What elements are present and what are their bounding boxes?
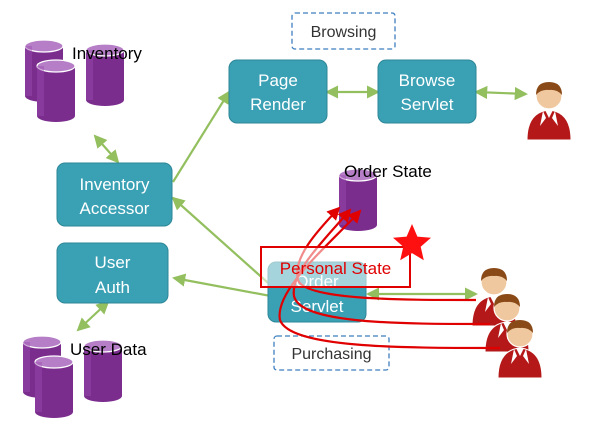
page-render-label-line1: Page xyxy=(258,71,298,90)
user-icon xyxy=(526,81,572,141)
browse-servlet-node: Browse Servlet xyxy=(377,59,477,124)
browsing-group: Browsing xyxy=(291,12,396,50)
user-auth-label-line1: User xyxy=(95,253,131,272)
link-user-auth-user-data xyxy=(76,300,110,332)
browse-servlet-label-line2: Servlet xyxy=(401,95,454,114)
link-accessor-order-servlet xyxy=(171,196,277,291)
star-icon xyxy=(393,224,431,261)
personal-state-box: Personal State xyxy=(260,246,411,288)
personal-state-label: Personal State xyxy=(280,259,392,278)
user-auth-node: User Auth xyxy=(56,242,169,304)
order-state-database: Order State xyxy=(338,162,432,232)
browse-servlet-label-line1: Browse xyxy=(399,71,456,90)
order-servlet-label-line2: Servlet xyxy=(291,297,344,316)
user-data-database: User Data xyxy=(22,335,147,419)
link-accessor-page-render xyxy=(172,90,231,183)
link-browse-servlet-user xyxy=(474,85,528,101)
inventory-database: Inventory xyxy=(24,39,142,123)
inventory-accessor-node: Inventory Accessor xyxy=(56,162,173,227)
order-state-label: Order State xyxy=(344,162,432,181)
inventory-accessor-label-line2: Accessor xyxy=(80,199,150,218)
browsing-label: Browsing xyxy=(311,24,377,41)
user-data-label: User Data xyxy=(70,340,147,359)
user-auth-label-line2: Auth xyxy=(95,278,130,297)
browsing-user xyxy=(526,81,572,141)
inventory-label: Inventory xyxy=(72,44,142,63)
page-render-label-line2: Render xyxy=(250,95,306,114)
link-inventory-accessor xyxy=(93,134,120,164)
purchasing-label: Purchasing xyxy=(291,346,371,363)
link-order-servlet-user-auth xyxy=(172,273,277,299)
page-render-node: Page Render xyxy=(228,59,328,124)
inventory-accessor-label-line1: Inventory xyxy=(80,175,150,194)
